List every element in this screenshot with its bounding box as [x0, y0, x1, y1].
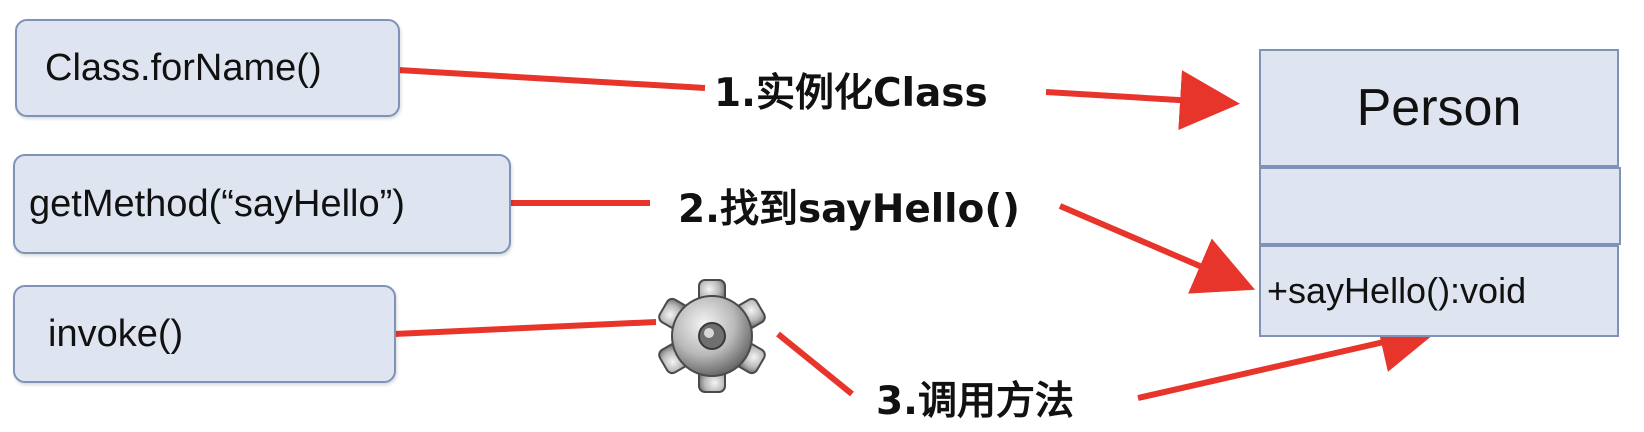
forname-label: Class.forName()	[45, 47, 322, 89]
invoke-box: invoke()	[13, 285, 396, 383]
invoke-connector-line	[393, 319, 657, 337]
gear-icon	[658, 279, 766, 393]
uml-method-sayhello: +sayHello():void	[1267, 270, 1527, 311]
step3-label: 3.调用方法	[876, 379, 1074, 424]
uml-methods-section: +sayHello():void	[1259, 245, 1619, 337]
step3-arrow	[1137, 313, 1440, 401]
uml-attributes-section	[1259, 167, 1621, 245]
step1-arrow	[1045, 70, 1240, 131]
gear-connector-line	[776, 331, 854, 397]
step2-arrow	[1058, 203, 1256, 294]
forname-box: Class.forName()	[15, 19, 400, 117]
getmethod-label: getMethod(“sayHello”)	[29, 183, 405, 225]
forname-connector-line	[397, 67, 706, 91]
step1-label: 1.实例化Class	[714, 71, 988, 116]
uml-class-name-section: Person	[1259, 49, 1619, 167]
uml-class-name: Person	[1356, 79, 1522, 137]
step2-label: 2.找到sayHello()	[678, 187, 1020, 232]
getmethod-box: getMethod(“sayHello”)	[13, 154, 511, 254]
invoke-label: invoke()	[48, 313, 184, 355]
